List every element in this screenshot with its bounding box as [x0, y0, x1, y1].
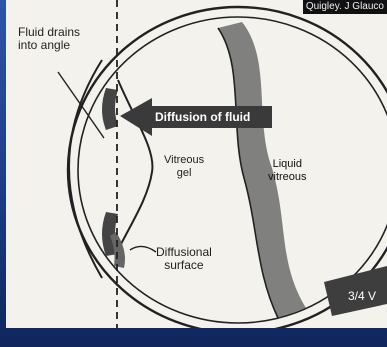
three-quarter-view-label: 3/4 V — [348, 289, 376, 303]
liquid-vitreous-line-1: Liquid — [268, 158, 307, 171]
diffusional-surface-line-2: surface — [156, 259, 212, 272]
cornea — [69, 60, 102, 278]
liquid-vitreous-line-2: vitreous — [268, 171, 307, 184]
diffusional-surface-pointer — [130, 246, 156, 252]
eye-diagram-figure: Fluid drains into angle Diffusion of flu… — [6, 0, 387, 328]
vitreous-gel-line-1: Vitreous — [164, 154, 204, 167]
liquid-vitreous-label: Liquid vitreous — [268, 158, 307, 184]
vitreous-gel-label: Vitreous gel — [164, 154, 204, 180]
diffusional-surface-label: Diffusional surface — [156, 246, 212, 272]
citation-caption: Quigley. J Glauco — [303, 0, 387, 14]
iris-upper — [102, 88, 118, 130]
fluid-drains-label: Fluid drains into angle — [18, 26, 80, 52]
fluid-drains-pointer — [58, 72, 104, 138]
fluid-drains-line-2: into angle — [18, 39, 80, 52]
diffusion-of-fluid-label: Diffusion of fluid — [155, 110, 250, 124]
vitreous-gel-line-2: gel — [164, 167, 204, 180]
